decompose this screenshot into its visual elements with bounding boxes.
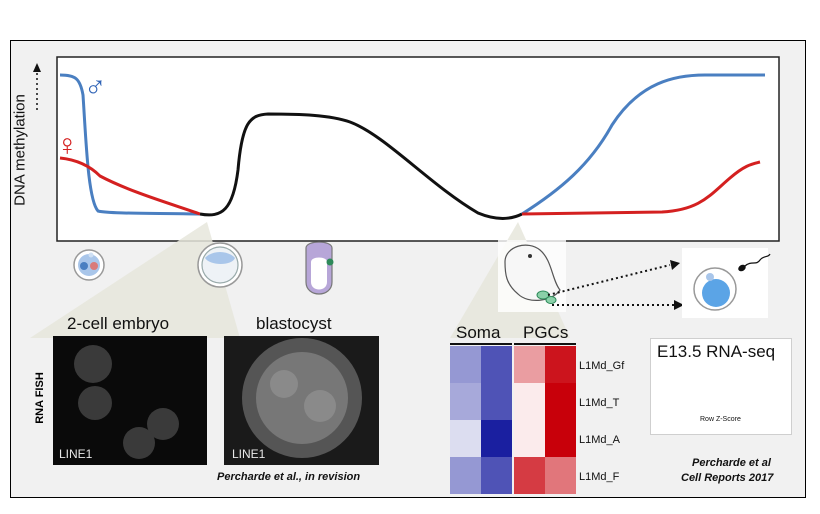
y-axis-label: DNA methylation <box>11 94 29 206</box>
heatmap-cells <box>450 346 576 494</box>
methylation-plot-frame <box>56 56 780 242</box>
zoom-projection-left <box>30 222 240 338</box>
citation-in-revision: Percharde et al., in revision <box>217 471 361 483</box>
heatmap-cell <box>481 383 512 420</box>
embryo-methylation-curve <box>199 112 523 220</box>
blastocyst-cells <box>242 338 362 458</box>
sperm-icon <box>738 253 771 272</box>
two-cell-nuclei <box>74 345 179 459</box>
male-methylation-curve <box>59 73 201 216</box>
citation-line-1: Percharde et al <box>692 457 771 469</box>
arrow-to-sperm <box>547 264 671 296</box>
two-cell-embryo-title: 2-cell embryo <box>67 314 170 333</box>
heatmap-cell <box>450 420 481 457</box>
arrow-to-oocyte-head <box>674 300 684 310</box>
rna-fish-label: RNA FISH <box>34 372 46 424</box>
heatmap-cell <box>514 383 545 420</box>
blastocyst-stage-icon <box>197 242 243 288</box>
heatmap-cell <box>514 346 545 383</box>
heatmap-cell <box>481 420 512 457</box>
heatmap-cell <box>481 346 512 383</box>
pgc-male-curve <box>521 73 765 216</box>
egg-cylinder-icon <box>305 241 334 295</box>
arrow-to-sperm-head <box>670 260 680 270</box>
pgcs-group-label: PGCs <box>523 323 569 342</box>
heatmap-cell <box>545 383 576 420</box>
line1-label-left: LINE1 <box>59 447 93 461</box>
heatmap-cell <box>545 420 576 457</box>
soma-group-label: Soma <box>456 323 501 342</box>
heatmap-cell <box>514 457 545 494</box>
heatmap-cell <box>450 383 481 420</box>
line1-label-right: LINE1 <box>232 447 266 461</box>
female-methylation-curve <box>59 156 201 216</box>
heatmap-cell <box>514 420 545 457</box>
female-symbol: ♀ <box>56 129 79 162</box>
heatmap-row-label-0: L1Md_Gf <box>579 360 625 372</box>
heatmap-row-label-3: L1Md_F <box>579 471 620 483</box>
legend-caption: Row Z-Score <box>700 416 741 423</box>
heatmap-cell <box>450 457 481 494</box>
heatmap-cell <box>450 346 481 383</box>
heatmap-cell <box>545 346 576 383</box>
blastocyst-title: blastocyst <box>256 314 332 333</box>
heatmap-row-label-1: L1Md_T <box>579 397 620 409</box>
pgc-female-curve <box>521 160 761 216</box>
zygote-icon <box>73 249 105 281</box>
two-cell-micrograph: LINE1 <box>53 336 207 465</box>
y-axis-arrow-head <box>33 63 41 72</box>
heatmap-cell <box>545 457 576 494</box>
legend-box <box>650 338 792 435</box>
citation-line-2: Cell Reports 2017 <box>681 472 774 484</box>
oocyte-icon <box>693 267 737 311</box>
fetus-icon <box>498 240 566 312</box>
heatmap-cell <box>481 457 512 494</box>
legend-title: E13.5 RNA-seq <box>657 342 776 361</box>
heatmap-row-label-2: L1Md_A <box>579 434 620 446</box>
male-symbol: ♂ <box>84 70 107 103</box>
blastocyst-micrograph: LINE1 <box>224 336 379 465</box>
